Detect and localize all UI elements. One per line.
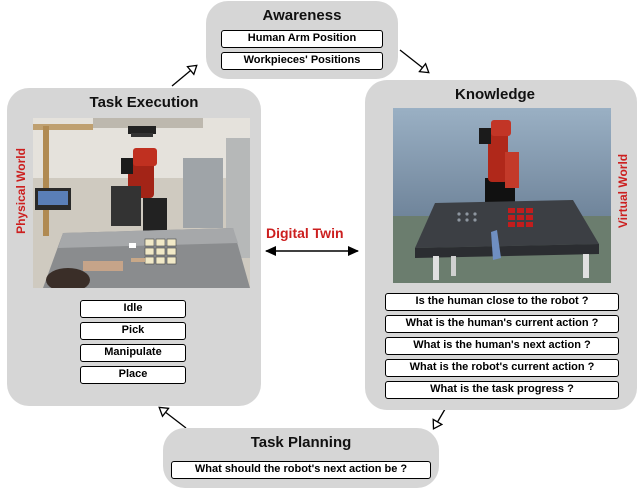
virtual-world-render xyxy=(393,108,611,283)
task-planning-panel: Task Planning What should the robot's ne… xyxy=(163,428,439,488)
knowledge-panel: Knowledge Virtual World xyxy=(365,80,637,410)
physical-world-photo xyxy=(33,118,250,288)
arrow-execution-to-awareness xyxy=(171,66,196,87)
digital-twin-label: Digital Twin xyxy=(266,225,344,241)
state-place: Place xyxy=(80,366,186,384)
question-human-next-action: What is the human's next action ? xyxy=(385,337,619,355)
virtual-world-label: Virtual World xyxy=(616,153,630,229)
question-human-current-action: What is the human's current action ? xyxy=(385,315,619,333)
state-idle: Idle xyxy=(80,300,186,318)
task-execution-panel: Task Execution Physical World xyxy=(7,88,261,406)
state-manipulate: Manipulate xyxy=(80,344,186,362)
physical-world-label: Physical World xyxy=(14,148,28,234)
question-robot-current-action: What is the robot's current action ? xyxy=(385,359,619,377)
awareness-item-human-arm: Human Arm Position xyxy=(221,30,383,48)
question-task-progress: What is the task progress ? xyxy=(385,381,619,399)
arrow-awareness-to-knowledge xyxy=(399,49,428,72)
task-planning-title: Task Planning xyxy=(250,434,352,451)
arrow-planning-to-execution xyxy=(160,408,187,429)
awareness-item-workpieces: Workpieces' Positions xyxy=(221,52,383,70)
awareness-panel: Awareness Human Arm Position Workpieces'… xyxy=(206,1,398,79)
awareness-title: Awareness xyxy=(262,7,342,24)
state-pick: Pick xyxy=(80,322,186,340)
question-human-close: Is the human close to the robot ? xyxy=(385,293,619,311)
knowledge-title: Knowledge xyxy=(454,86,535,103)
task-execution-title: Task Execution xyxy=(89,94,199,111)
task-planning-question: What should the robot's next action be ? xyxy=(171,461,431,479)
